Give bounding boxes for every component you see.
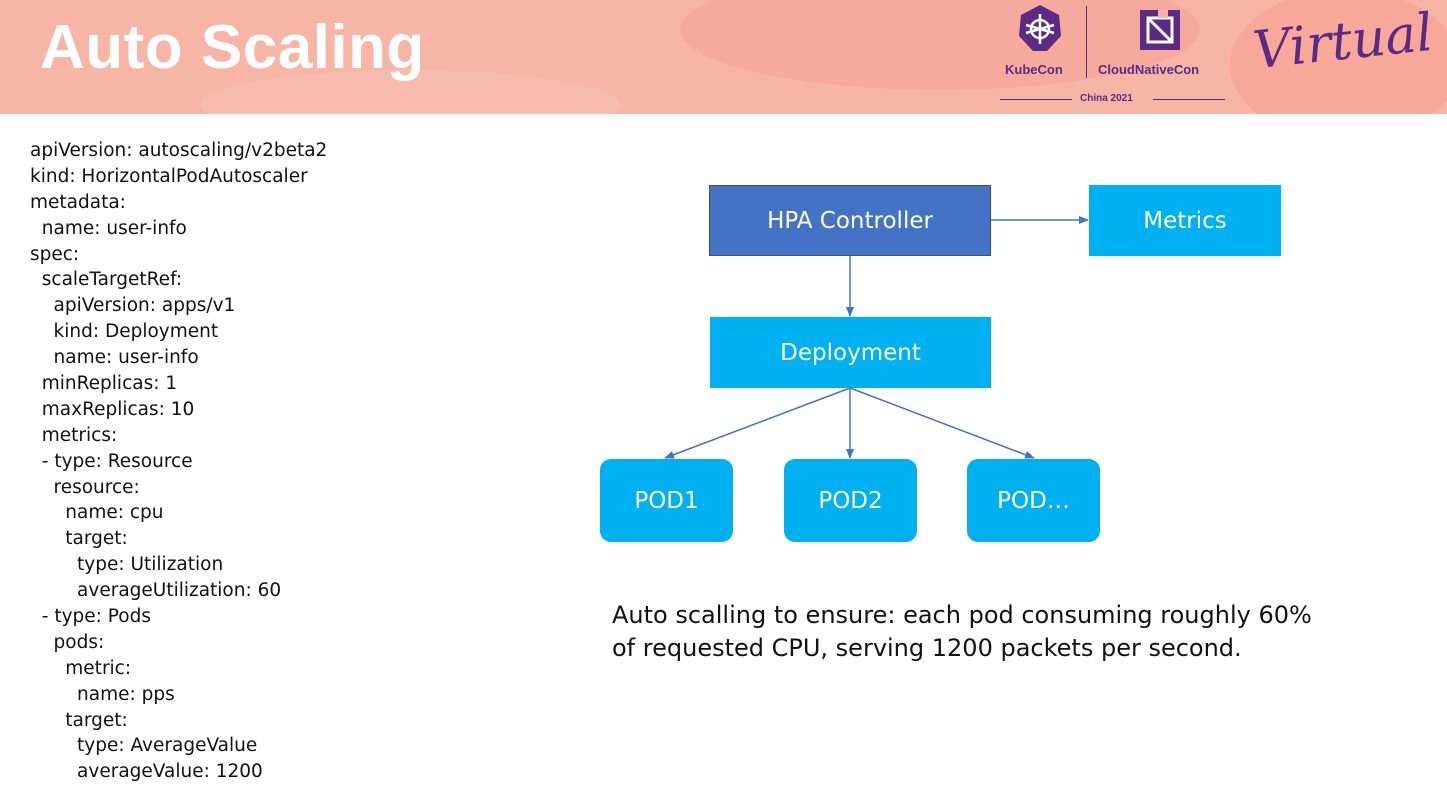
- virtual-label: Virtual: [1250, 2, 1436, 82]
- yaml-line: name: pps: [30, 683, 175, 705]
- yaml-line: metric:: [30, 657, 132, 679]
- yaml-line: name: user-info: [30, 347, 199, 369]
- event-logo: KubeCon CloudNativeCon China 2021 Virtua…: [995, 0, 1445, 114]
- slide-title: Auto Scaling: [40, 13, 425, 82]
- yaml-line: name: user-info: [30, 217, 187, 239]
- yaml-line: - type: Pods: [30, 606, 151, 628]
- event-label: China 2021: [1080, 93, 1133, 104]
- yaml-line: spec:: [30, 243, 80, 265]
- metrics-node: Metrics: [1089, 185, 1281, 256]
- deployment-node: Deployment: [710, 317, 991, 388]
- pod-node: POD1: [600, 459, 733, 542]
- yaml-line: name: cpu: [30, 502, 164, 524]
- hpa-controller-node: HPA Controller: [709, 185, 991, 256]
- yaml-line: type: Utilization: [30, 554, 224, 576]
- yaml-line: kind: Deployment: [30, 321, 219, 343]
- yaml-line: kind: HorizontalPodAutoscaler: [30, 165, 308, 187]
- kubecon-label: KubeCon: [1005, 62, 1063, 77]
- caption-text: Auto scalling to ensure: each pod consum…: [612, 601, 1312, 662]
- yaml-line: metadata:: [30, 191, 126, 213]
- yaml-line: maxReplicas: 10: [30, 398, 195, 420]
- divider-line: [1153, 99, 1225, 100]
- banner-decoration: [1230, 0, 1447, 114]
- yaml-line: target:: [30, 528, 128, 550]
- logo-divider: [1086, 6, 1087, 78]
- header-banner: Auto Scaling KubeCon CloudNativeCon Chin…: [0, 0, 1447, 114]
- kubernetes-icon: [1019, 5, 1061, 51]
- cloudnativecon-label: CloudNativeCon: [1098, 62, 1200, 77]
- hpa-yaml-code: apiVersion: autoscaling/v2beta2 kind: Hor…: [30, 138, 327, 785]
- yaml-line: type: AverageValue: [30, 735, 258, 757]
- yaml-line: apiVersion: apps/v1: [30, 295, 236, 317]
- pod-node: POD2: [784, 459, 917, 542]
- yaml-line: metrics:: [30, 424, 118, 446]
- yaml-line: averageValue: 1200: [30, 761, 263, 783]
- divider-line: [1000, 99, 1072, 100]
- yaml-line: scaleTargetRef:: [30, 269, 183, 291]
- yaml-line: minReplicas: 1: [30, 373, 178, 395]
- yaml-line: - type: Resource: [30, 450, 193, 472]
- arrow-deployment-to-pod3: [849, 387, 1035, 459]
- pod-node: POD…: [967, 459, 1100, 542]
- yaml-line: apiVersion: autoscaling/v2beta2: [30, 140, 328, 161]
- yaml-line: averageUtilization: 60: [30, 580, 282, 602]
- yaml-line: resource:: [30, 476, 140, 498]
- yaml-line: pods:: [30, 631, 105, 653]
- arrow-deployment-to-pod1: [664, 387, 851, 459]
- yaml-line: target:: [30, 709, 128, 731]
- cncf-icon: [1140, 10, 1180, 50]
